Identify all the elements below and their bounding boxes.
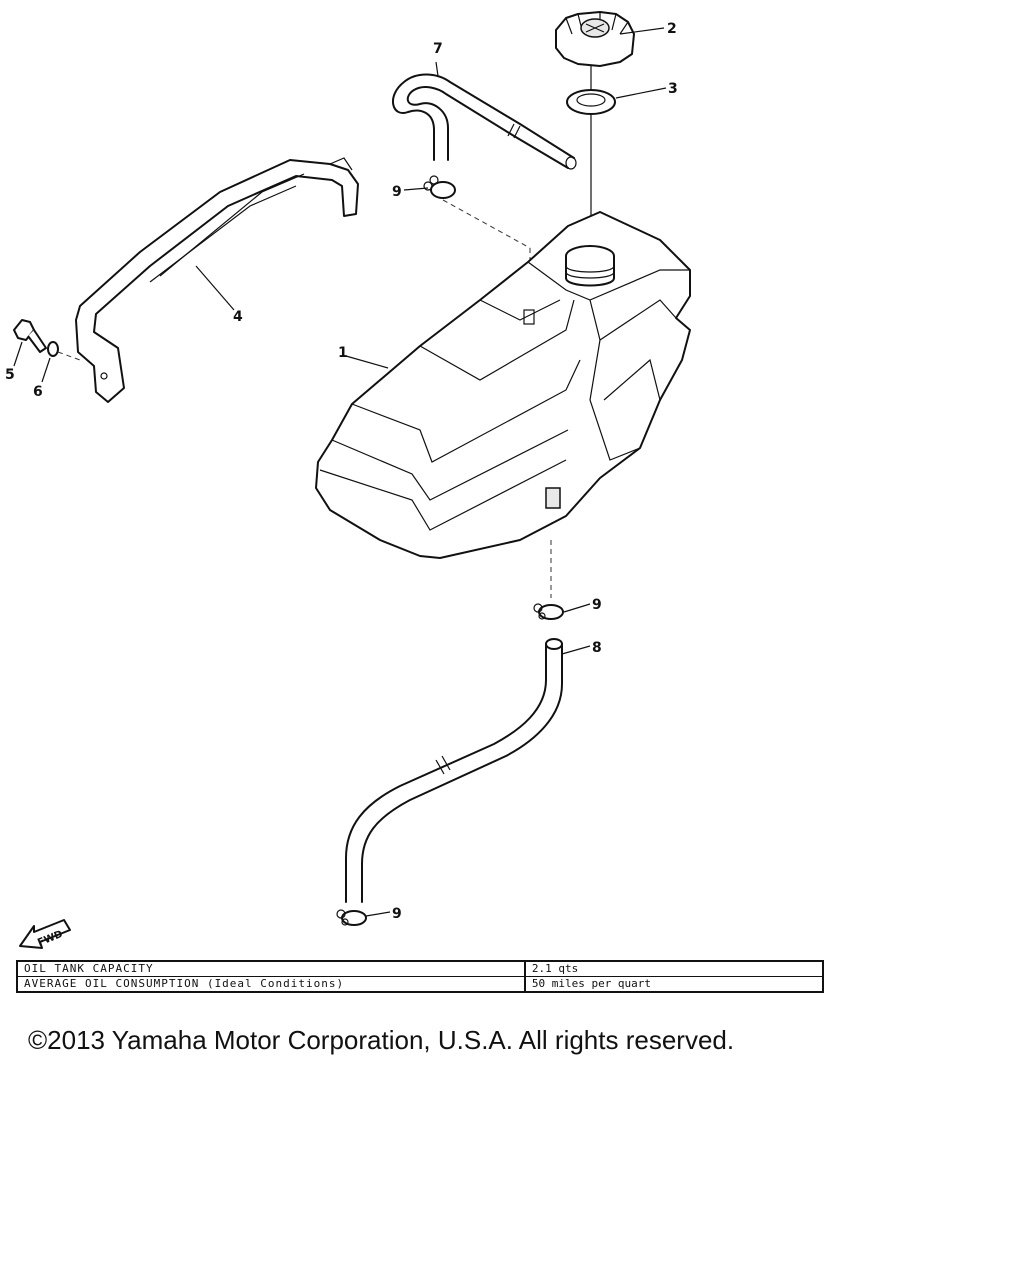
cap-gasket-part: [566, 89, 616, 115]
fwd-arrow-icon: FWD: [19, 919, 71, 949]
table-row: AVERAGE OIL CONSUMPTION (Ideal Condition…: [16, 976, 824, 993]
spec-value: 50 miles per quart: [523, 976, 824, 993]
bolt-part: [13, 319, 47, 353]
callout-breather-hose: 7: [433, 41, 443, 57]
hose-clip-bottom: [336, 909, 367, 926]
spec-label: AVERAGE OIL CONSUMPTION (Ideal Condition…: [16, 976, 526, 993]
hose-clip-middle: [533, 603, 564, 620]
callout-oil-tank: 1: [338, 345, 348, 361]
oil-tank-part: [315, 211, 691, 559]
callout-clip-top: 9: [392, 184, 402, 200]
washer-part: [47, 341, 59, 357]
breather-hose-part: [392, 73, 577, 170]
copyright-notice: ©2013 Yamaha Motor Corporation, U.S.A. A…: [28, 1025, 735, 1055]
tank-bracket-part: [75, 157, 359, 403]
callout-cap: 2: [667, 21, 677, 37]
callout-clip-mid: 9: [592, 597, 602, 613]
callout-cap-gasket: 3: [668, 81, 678, 97]
callout-washer: 6: [33, 384, 43, 400]
delivery-hose-part: [345, 638, 563, 903]
spec-label: OIL TANK CAPACITY: [16, 960, 526, 977]
callout-bolt: 5: [5, 367, 15, 383]
oil-cap-part: [555, 11, 635, 67]
spec-value: 2.1 qts: [523, 960, 824, 977]
callout-delivery-hose: 8: [592, 640, 602, 656]
oil-tank-exploded-diagram: 1 2 3 4 5 6 7 8 9 9 9 FWD: [5, 11, 691, 949]
oil-spec-table: OIL TANK CAPACITY 2.1 qts AVERAGE OIL CO…: [16, 960, 824, 993]
callout-bracket: 4: [233, 309, 243, 325]
hose-clip-top: [423, 175, 456, 199]
leader-lines: [13, 27, 667, 917]
callout-clip-bottom: 9: [392, 906, 402, 922]
table-row: OIL TANK CAPACITY 2.1 qts: [16, 960, 824, 977]
